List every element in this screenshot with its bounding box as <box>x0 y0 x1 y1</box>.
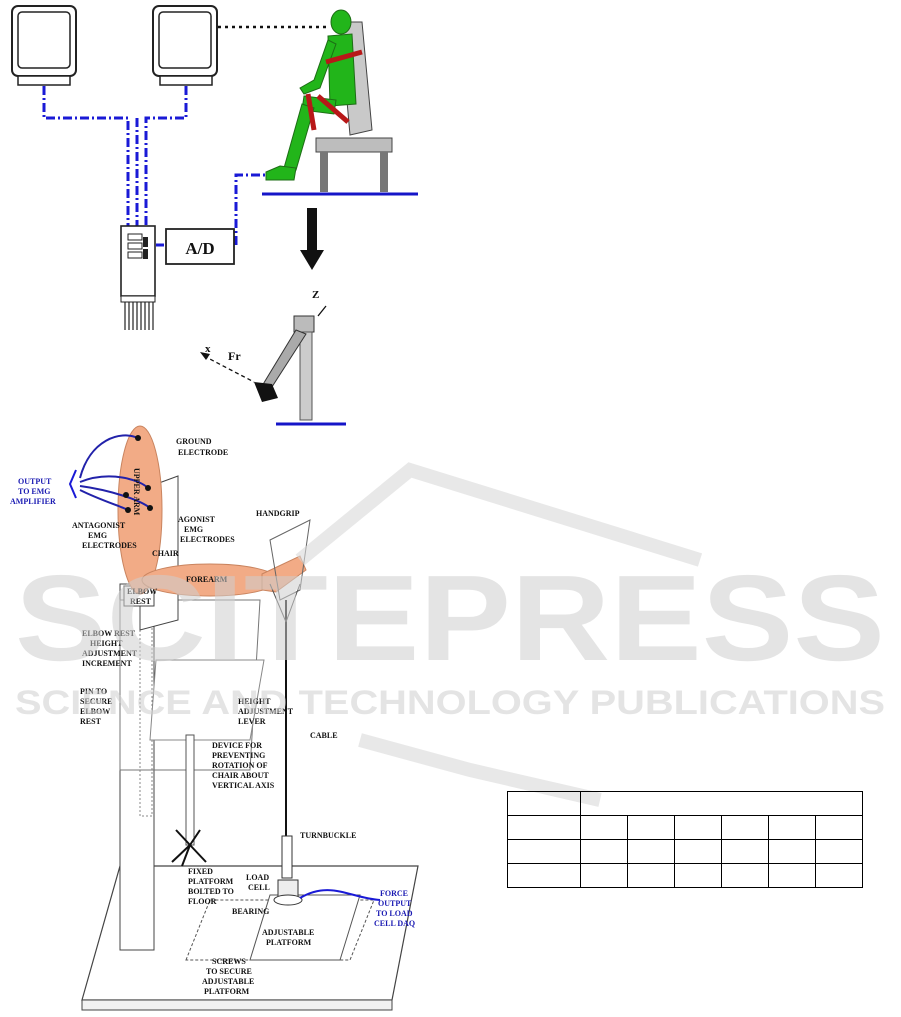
turnbuckle-label: TURNBUCKLE <box>300 831 356 840</box>
z-axis-label: Z <box>312 289 319 301</box>
cable-label: CABLE <box>310 731 338 740</box>
seated-subject-illustration <box>262 9 418 196</box>
monitor-right-icon <box>152 5 218 86</box>
down-arrow-icon <box>300 208 324 270</box>
force-label: Fr <box>228 349 241 363</box>
ad-converter-box <box>165 228 235 265</box>
data-table <box>507 791 863 888</box>
emg-amplifier-icon <box>120 225 156 330</box>
bearing-label: BEARING <box>232 907 269 916</box>
ad-converter-label: A/D <box>185 239 214 258</box>
ankle-device-illustration <box>200 305 346 426</box>
table-row <box>507 791 863 816</box>
monitor-left-icon <box>11 5 77 86</box>
x-axis-label: x <box>205 343 211 355</box>
chair-label: CHAIR <box>152 549 179 558</box>
upper-arm-label: UPPER ARM <box>132 468 141 516</box>
table-row <box>507 839 863 864</box>
table-row <box>507 815 863 840</box>
forearm-label: FOREARM <box>186 575 228 584</box>
elbow-device-illustration <box>68 425 419 1011</box>
table-row <box>507 863 863 888</box>
handgrip-label: HANDGRIP <box>256 509 300 518</box>
signal-cables <box>42 86 268 247</box>
